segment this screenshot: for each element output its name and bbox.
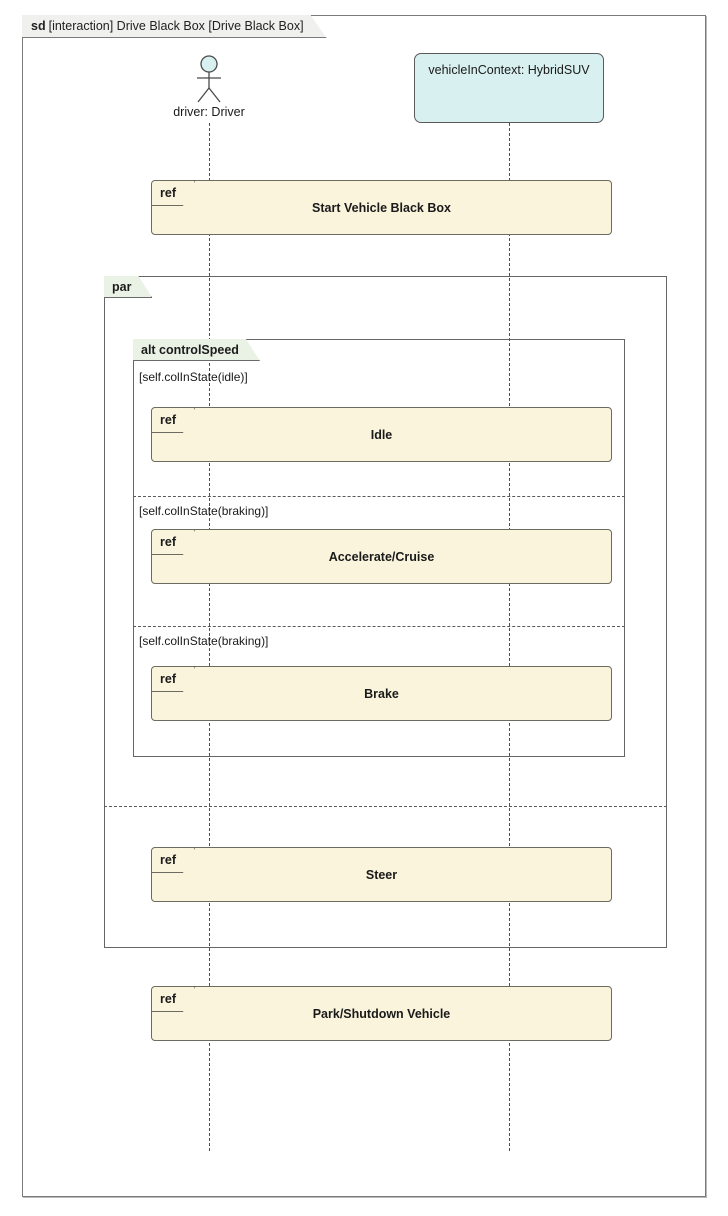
guard-alt-2: [self.colInState(braking)] (139, 504, 269, 518)
ref-accelerate-cruise[interactable]: ref Accelerate/Cruise (151, 529, 612, 584)
actor-stick-figure-icon (197, 55, 221, 103)
ref-label: Park/Shutdown Vehicle (312, 1006, 451, 1021)
lifeline-head-driver[interactable]: driver: Driver (173, 55, 245, 119)
ref-label: Brake (364, 686, 399, 701)
ref-tag: ref (152, 848, 195, 873)
ref-label: Idle (370, 427, 393, 442)
ref-tag: ref (152, 530, 195, 555)
fragment-alt-tab: alt controlSpeed (133, 339, 260, 361)
lifeline-head-vehicle[interactable]: vehicleInContext: HybridSUV (414, 53, 604, 123)
ref-start-vehicle-black-box[interactable]: ref Start Vehicle Black Box (151, 180, 612, 235)
lifeline-label-vehicle: vehicleInContext: HybridSUV (428, 63, 590, 77)
ref-label: Steer (365, 867, 398, 882)
guard-alt-1: [self.colInState(idle)] (139, 370, 248, 384)
sd-keyword: sd (31, 19, 46, 33)
sd-title: [interaction] Drive Black Box [Drive Bla… (48, 19, 304, 33)
sd-frame-title-tab: sd [interaction] Drive Black Box [Drive … (22, 15, 327, 38)
fragment-alt-divider-1 (133, 496, 625, 497)
ref-tag: ref (152, 667, 195, 692)
ref-label: Accelerate/Cruise (328, 549, 435, 564)
fragment-par-label: par (112, 279, 132, 294)
fragment-alt[interactable] (133, 339, 625, 757)
ref-label: Start Vehicle Black Box (312, 200, 451, 215)
lifeline-line-vehicle (509, 123, 510, 1151)
fragment-par-divider-1 (104, 806, 667, 807)
fragment-alt-label: alt controlSpeed (141, 342, 239, 357)
fragment-alt-divider-2 (133, 626, 625, 627)
ref-tag: ref (152, 987, 195, 1012)
lifeline-label-driver: driver: Driver (173, 105, 245, 119)
fragment-par[interactable] (104, 276, 667, 948)
ref-tag: ref (152, 408, 195, 433)
guard-alt-3: [self.colInState(braking)] (139, 634, 269, 648)
lifeline-line-driver (209, 123, 210, 1151)
ref-park-shutdown-vehicle[interactable]: ref Park/Shutdown Vehicle (151, 986, 612, 1041)
ref-brake[interactable]: ref Brake (151, 666, 612, 721)
ref-idle[interactable]: ref Idle (151, 407, 612, 462)
ref-tag: ref (152, 181, 195, 206)
ref-steer[interactable]: ref Steer (151, 847, 612, 902)
